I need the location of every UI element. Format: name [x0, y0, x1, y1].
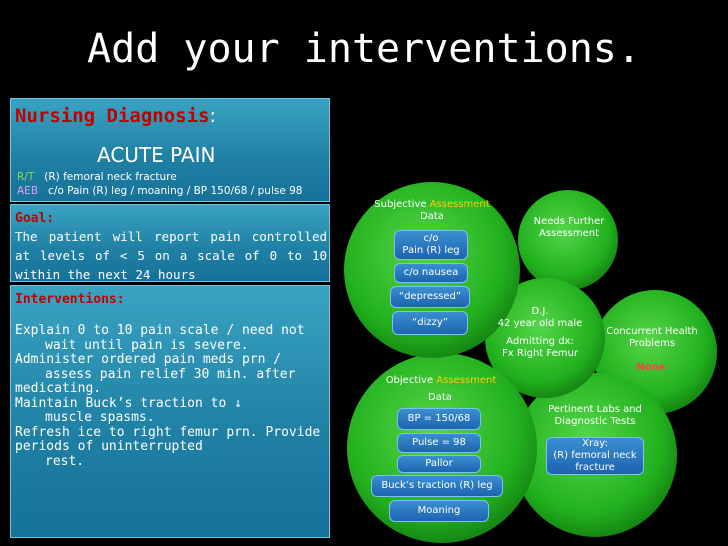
goal-label: Goal: — [15, 211, 55, 226]
objective-title: Objective Assessment — [376, 375, 506, 387]
needs-further-circle — [518, 190, 618, 290]
objective-item: Pallor — [397, 455, 481, 473]
intervention-text: Explain 0 to 10 pain scale / need not — [15, 323, 305, 338]
evidenced-by-line: AEB c/o Pain (R) leg / moaning / BP 150/… — [17, 185, 303, 197]
intervention-item: Administer ordered pain meds prn /assess… — [15, 352, 329, 397]
labs-item: Xray: (R) femoral neck fracture — [546, 437, 644, 475]
concurrent-value: None — [636, 362, 666, 373]
interventions-panel[interactable]: Interventions: Explain 0 to 10 pain scal… — [10, 285, 330, 538]
aeb-tag: AEB — [17, 185, 39, 197]
labs-title: Pertinent Labs and Diagnostic Tests — [548, 404, 642, 427]
center-patient-info: D.J. 42 year old male Admitting dx: Fx R… — [495, 306, 585, 360]
slide-title: Add your interventions. — [87, 26, 641, 72]
patient-id: D.J. — [531, 306, 549, 317]
diagnosis-text: ACUTE PAIN — [97, 143, 216, 167]
goal-panel: Goal: The patient will report pain contr… — [10, 204, 330, 282]
subjective-title: Subjective Assessment Data — [362, 199, 502, 223]
objective-item: BP = 150/68 — [397, 408, 481, 430]
intervention-text: Refresh ice to right femur prn. Provide … — [15, 424, 321, 454]
related-to-line: R/T (R) femoral neck fracture — [17, 171, 177, 183]
intervention-text: assess pain relief 30 min. after medicat… — [15, 366, 296, 396]
nursing-diagnosis-label: Nursing Diagnosis — [15, 105, 210, 127]
objective-item: Pulse = 98 — [397, 433, 481, 453]
intervention-text: Maintain Buck’s traction to ↓ — [15, 395, 242, 411]
objective-title-b: Assessment — [436, 375, 497, 386]
subjective-item: c/o Pain (R) leg — [394, 230, 468, 260]
concurrent-title: Concurrent Health Problems — [606, 326, 698, 349]
subjective-item: c/o nausea — [394, 263, 468, 283]
intervention-text: Administer ordered pain meds prn / — [15, 352, 282, 367]
admitting-dx: Fx Right Femur — [502, 348, 578, 359]
nursing-diagnosis-heading: Nursing Diagnosis: — [15, 105, 216, 127]
intervention-text: wait until pain is severe. — [45, 337, 249, 353]
aeb-text: c/o Pain (R) leg / moaning / BP 150/68 /… — [48, 185, 303, 197]
intervention-item: Maintain Buck’s traction to ↓muscle spas… — [15, 395, 329, 426]
subjective-title-b: Assessment — [429, 199, 490, 210]
admitting-label: Admitting dx: — [506, 336, 574, 347]
interventions-label: Interventions: — [15, 292, 125, 307]
center-circle — [485, 278, 605, 398]
objective-title-a: Objective — [385, 375, 434, 386]
rt-tag: R/T — [17, 171, 35, 183]
objective-title-c: Data — [428, 392, 452, 403]
objective-item: Moaning — [389, 500, 489, 522]
patient-age: 42 year old male — [497, 318, 583, 329]
objective-item: Buck’s traction (R) leg — [371, 475, 503, 497]
intervention-text: muscle spasms. — [45, 410, 155, 425]
subjective-title-a: Subjective — [374, 199, 427, 210]
goal-text: The patient will report pain controlled … — [15, 229, 327, 282]
intervention-text: rest. — [45, 453, 85, 469]
nursing-diagnosis-colon: : — [209, 105, 216, 127]
subjective-item: “dizzy” — [392, 311, 468, 335]
subjective-item: “depressed” — [390, 286, 470, 308]
subjective-title-c: Data — [420, 211, 444, 222]
intervention-item: Refresh ice to right femur prn. Provide … — [15, 424, 329, 470]
nursing-diagnosis-panel: Nursing Diagnosis: ACUTE PAIN R/T (R) fe… — [10, 98, 330, 202]
needs-further-label: Needs Further Assessment — [533, 216, 605, 239]
rt-text: (R) femoral neck fracture — [44, 171, 177, 183]
